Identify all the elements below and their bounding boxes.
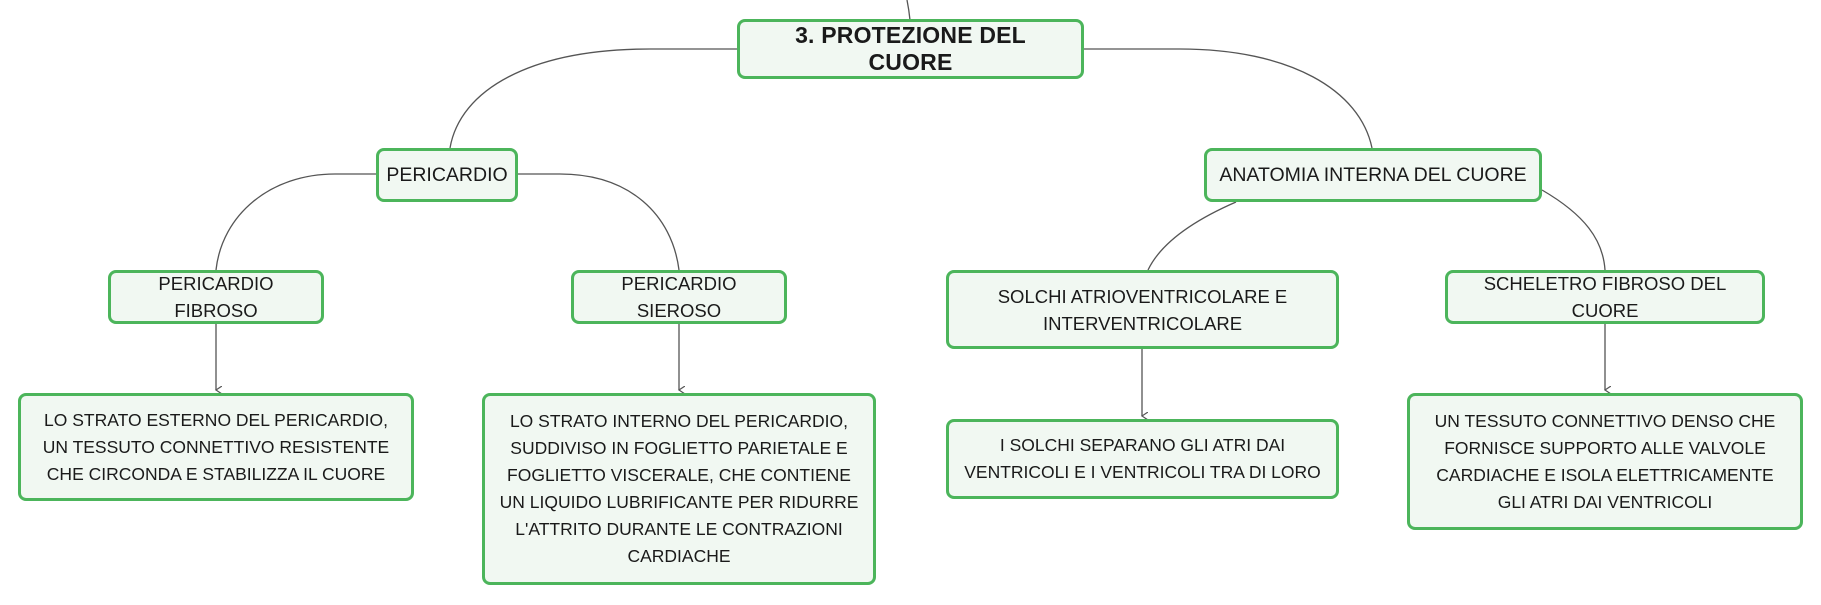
detail-solchi-text: I SOLCHI SEPARANO GLI ATRI DAI VENTRICOL… xyxy=(964,435,1321,482)
connector-pericardio-to-fibroso xyxy=(215,173,376,271)
root-node-label: 3. PROTEZIONE DEL CUORE xyxy=(795,22,1026,75)
detail-solchi[interactable]: I SOLCHI SEPARANO GLI ATRI DAI VENTRICOL… xyxy=(946,419,1339,499)
node-pericardio[interactable]: PERICARDIO xyxy=(376,148,518,202)
detail-pericardio-fibroso[interactable]: LO STRATO ESTERNO DEL PERICARDIO, UN TES… xyxy=(18,393,414,501)
node-anatomia-interna[interactable]: ANATOMIA INTERNA DEL CUORE xyxy=(1204,148,1542,202)
connector-root-to-anatomia xyxy=(1084,48,1373,149)
node-scheletro-fibroso-label: SCHELETRO FIBROSO DEL CUORE xyxy=(1483,273,1727,321)
connector-anatomia-to-solchi xyxy=(1147,201,1237,271)
node-pericardio-fibroso-label: PERICARDIO FIBROSO xyxy=(158,273,274,321)
detail-scheletro-fibroso-text: UN TESSUTO CONNETTIVO DENSO CHE FORNISCE… xyxy=(1434,410,1776,512)
node-pericardio-fibroso[interactable]: PERICARDIO FIBROSO xyxy=(108,270,324,324)
detail-pericardio-sieroso-text: LO STRATO INTERNO DEL PERICARDIO, SUDDIV… xyxy=(499,411,859,566)
node-pericardio-sieroso[interactable]: PERICARDIO SIEROSO xyxy=(571,270,787,324)
connector-anatomia-to-scheletro xyxy=(1541,189,1606,271)
connector-pericardio-to-sieroso xyxy=(518,173,680,271)
node-solchi[interactable]: SOLCHI ATRIOVENTRICOLARE E INTERVENTRICO… xyxy=(946,270,1339,349)
node-anatomia-interna-label: ANATOMIA INTERNA DEL CUORE xyxy=(1219,163,1527,186)
node-pericardio-label: PERICARDIO xyxy=(386,163,508,186)
connector-parent-to-root xyxy=(906,0,911,21)
root-node[interactable]: 3. PROTEZIONE DEL CUORE xyxy=(737,19,1084,79)
detail-pericardio-fibroso-text: LO STRATO ESTERNO DEL PERICARDIO, UN TES… xyxy=(42,409,390,484)
node-scheletro-fibroso[interactable]: SCHELETRO FIBROSO DEL CUORE xyxy=(1445,270,1765,324)
node-pericardio-sieroso-label: PERICARDIO SIEROSO xyxy=(621,273,737,321)
detail-scheletro-fibroso[interactable]: UN TESSUTO CONNETTIVO DENSO CHE FORNISCE… xyxy=(1407,393,1803,530)
node-solchi-label: SOLCHI ATRIOVENTRICOLARE E INTERVENTRICO… xyxy=(997,285,1288,334)
detail-pericardio-sieroso[interactable]: LO STRATO INTERNO DEL PERICARDIO, SUDDIV… xyxy=(482,393,876,585)
connector-root-to-pericardio xyxy=(449,48,737,149)
